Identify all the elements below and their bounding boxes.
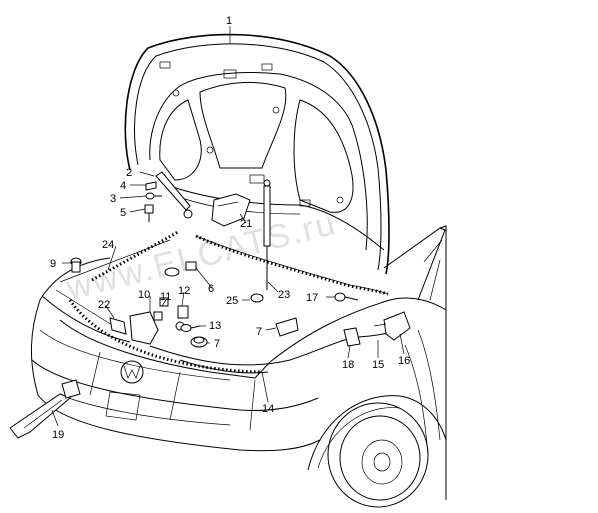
front-wheel [327,402,429,508]
watermark: www.ELCATS.ru [62,204,341,308]
callout-9: 9 [50,258,56,270]
callout-19: 19 [52,429,64,441]
callout-8: 7 [214,338,220,350]
part-6b [185,261,197,271]
part-19-release-lever [9,379,81,439]
part-5-bolt [144,204,154,222]
hood-hinge [211,193,251,227]
part-4-clip [145,181,157,191]
callout-22: 22 [98,299,110,311]
callout-7: 7 [256,326,262,338]
callout-18: 18 [342,359,354,371]
part-13-bolt [180,324,201,332]
callout-13: 13 [209,320,221,332]
hood-latch [129,297,189,345]
callout-labels: 1 2 4 3 5 24 9 10 11 12 22 13 7 6 21 25 … [50,15,410,441]
car-body [31,225,447,508]
callout-25: 25 [226,295,238,307]
callout-6: 6 [208,283,214,295]
vw-emblem [120,360,144,384]
callout-24: 24 [102,239,114,251]
callout-16: 16 [398,355,410,367]
leader-lines [51,171,405,427]
callout-3: 3 [110,193,116,205]
part-17-bolt [334,292,359,302]
bonnet [124,33,390,275]
callout-1: 1 [226,15,232,27]
callout-17: 17 [306,292,318,304]
part-25 [250,293,264,303]
part-3-screw [145,192,162,200]
seal-14 [68,299,263,374]
callout-21: 21 [240,218,252,230]
callout-12: 12 [178,285,190,297]
callout-11: 11 [160,291,171,303]
callout-10: 10 [138,289,150,301]
part-6 [164,267,180,277]
seal-24 [91,230,179,282]
part-22 [109,317,127,335]
part-9-buffer [70,257,82,273]
callout-2: 2 [126,167,132,179]
callout-23: 23 [278,289,290,301]
part-7-bracket [275,317,299,337]
callout-5: 5 [120,207,126,219]
callout-15: 15 [372,359,384,371]
part-2-lever [155,171,193,219]
part-8-buffer [190,336,208,348]
callout-4: 4 [120,180,126,192]
hood-prop-rod [263,179,271,290]
callout-14: 14 [262,403,274,415]
release-cable [149,311,411,366]
